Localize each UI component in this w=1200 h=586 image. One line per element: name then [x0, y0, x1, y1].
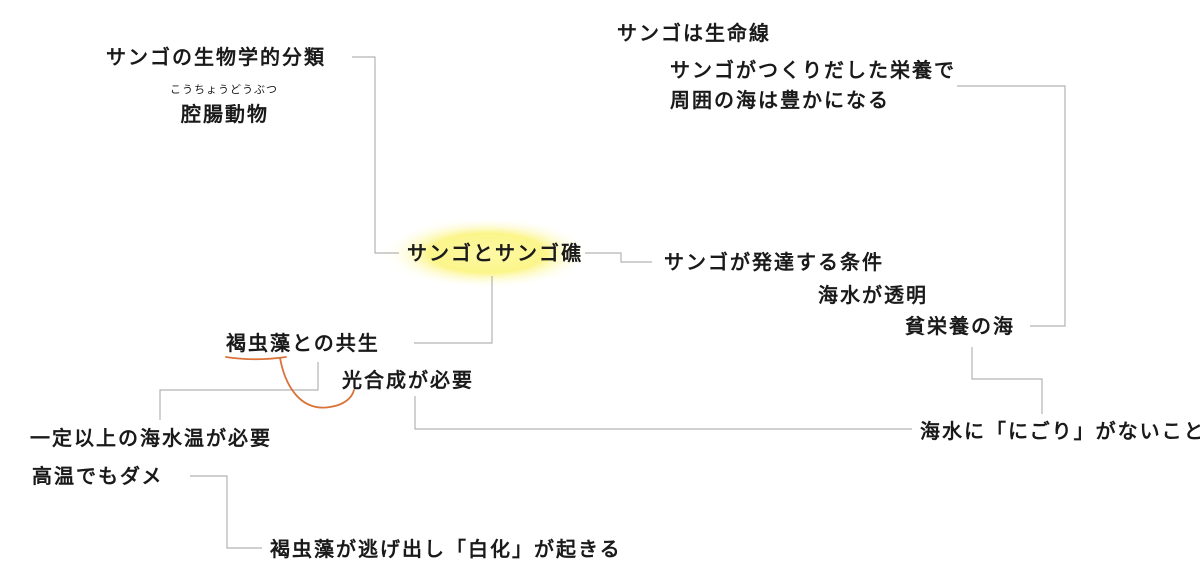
- condition-poor-nutrients: 貧栄養の海: [905, 314, 1015, 338]
- link-classification-center: [352, 56, 399, 254]
- symbiosis-too-hot: 高温でもダメ: [32, 464, 164, 488]
- link-center-conditions: [585, 252, 652, 263]
- link-symbiosis-temperature: [159, 362, 319, 420]
- lifeline-heading: サンゴは生命線: [617, 21, 771, 45]
- symbiosis-photosynthesis: 光合成が必要: [342, 368, 474, 392]
- link-nutrients-lifeline: [957, 85, 1066, 327]
- link-hot-bleaching: [190, 475, 262, 549]
- lifeline-line2: 周囲の海は豊かになる: [670, 88, 890, 112]
- link-nutrients-turbidity: [971, 347, 1043, 414]
- central-topic: サンゴとサンゴ礁: [407, 241, 583, 265]
- center-highlight: [382, 217, 592, 289]
- highlight-underline: [225, 356, 287, 361]
- condition-no-turbidity: 海水に「にごり」がないこと: [920, 419, 1200, 443]
- condition-clear-water: 海水が透明: [818, 283, 928, 307]
- conditions-heading: サンゴが発達する条件: [664, 250, 884, 274]
- symbiosis-temperature: 一定以上の海水温が必要: [30, 426, 272, 450]
- classification-heading: サンゴの生物学的分類: [106, 45, 326, 69]
- lifeline-line1: サンゴがつくりだした栄養で: [670, 58, 956, 82]
- symbiosis-bleaching: 褐虫藻が逃げ出し「白化」が起きる: [270, 537, 622, 561]
- link-center-symbiosis: [414, 276, 493, 344]
- link-photosynthesis-turbidity: [414, 396, 912, 430]
- classification-ruby: こうちょうどうぶつ: [170, 83, 278, 96]
- highlight-curve: [279, 357, 355, 409]
- classification-value: 腔腸動物: [181, 102, 269, 126]
- symbiosis-heading: 褐虫藻との共生: [226, 331, 380, 355]
